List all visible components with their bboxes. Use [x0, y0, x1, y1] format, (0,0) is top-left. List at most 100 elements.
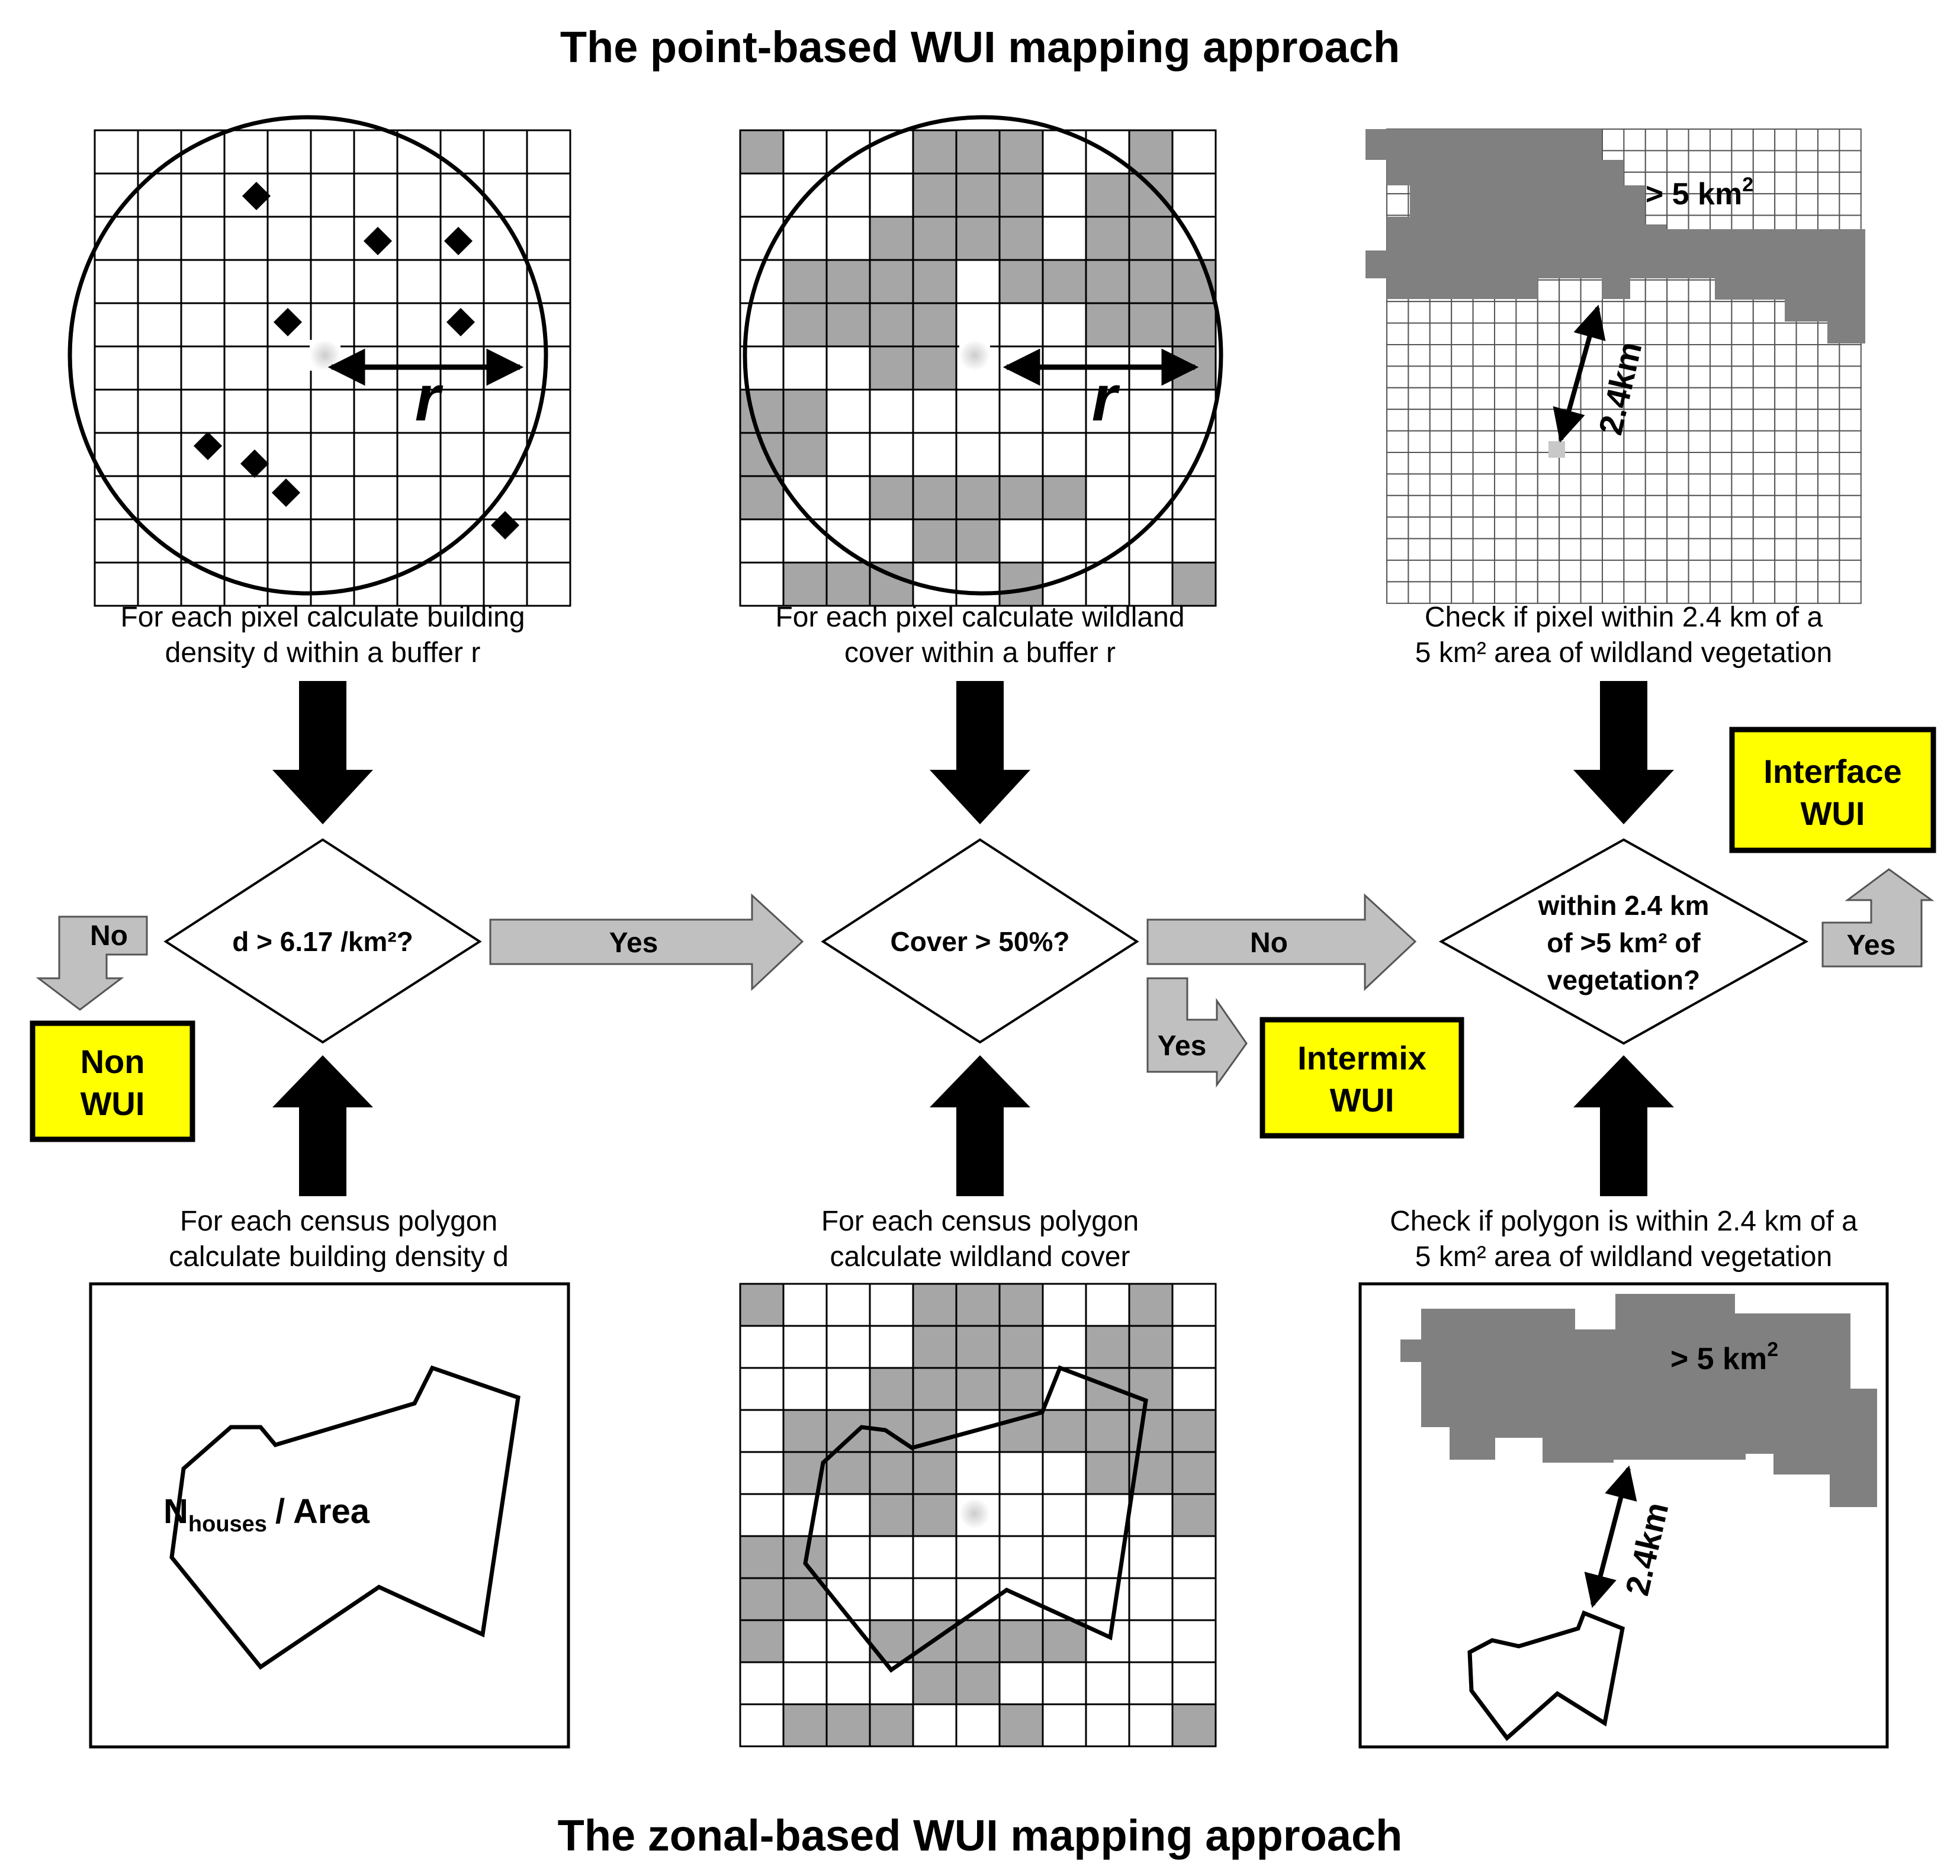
vegetation-cell: [1171, 1451, 1217, 1495]
vegetation-cell: [825, 302, 871, 348]
grid-cell: [1042, 302, 1087, 348]
grid-cell: [1128, 388, 1174, 434]
grid-cell: [1688, 430, 1711, 453]
grid-cell: [266, 216, 312, 261]
yes-arrow-shape: [1146, 977, 1248, 1088]
grid-cell: [1731, 129, 1754, 152]
grid-cell: [1472, 473, 1496, 496]
grid-cell: [1774, 322, 1797, 345]
grid-cell: [782, 216, 828, 261]
grid-cell: [1817, 409, 1840, 432]
grid-cell: [1795, 193, 1819, 216]
outcome-text: Intermix: [1297, 1039, 1426, 1077]
grid-cell: [180, 172, 226, 218]
grid-cell: [825, 345, 871, 391]
grid-cell: [1408, 560, 1431, 583]
grid-cell: [1644, 193, 1668, 216]
decision-vegetation: within 2.4 km of >5 km² of vegetation?: [1438, 838, 1809, 1045]
grid-cell: [1451, 538, 1474, 561]
grid-cell: [180, 518, 226, 564]
grid-cell: [1602, 538, 1625, 561]
grid-cell: [1839, 193, 1862, 216]
grid-cell: [1472, 430, 1496, 453]
grid-cell: [223, 345, 269, 391]
arrow-yes-1: Yes: [489, 893, 804, 991]
grid-cell: [825, 1535, 871, 1579]
grid-cell: [1537, 409, 1560, 432]
grid-cell: [1752, 301, 1776, 324]
grid-cell: [1472, 387, 1496, 410]
outcome-intermix: Intermix WUI: [1259, 1017, 1464, 1139]
grid-cell: [1710, 452, 1733, 475]
grid-cell: [1688, 560, 1711, 583]
grid-cell: [1710, 581, 1733, 604]
grid-cell: [310, 259, 355, 304]
svg-text:Yes: Yes: [1847, 930, 1896, 961]
grid-cell: [1171, 1325, 1217, 1369]
vegetation-cell: [998, 1283, 1044, 1327]
vegetation-cell: [739, 1535, 785, 1579]
grid-cell: [1580, 560, 1604, 583]
area-superscript: 2: [1767, 1338, 1778, 1361]
svg-text:Check if pixel within 2.4 km o: Check if pixel within 2.4 km of a: [1425, 602, 1823, 633]
grid-cell: [1774, 150, 1797, 173]
grid-cell: [1128, 561, 1174, 607]
flow-arrows: [272, 681, 1674, 1196]
grid-cell: [1085, 1703, 1130, 1747]
grid-cell: [1752, 494, 1776, 518]
grid-cell: [1644, 129, 1668, 152]
grid-cell: [526, 302, 571, 348]
svg-text:calculate wildland cover: calculate wildland cover: [830, 1241, 1130, 1273]
grid-cell: [1515, 430, 1538, 453]
grid-cell: [1559, 279, 1582, 303]
grid-cell: [1429, 322, 1453, 345]
grid-cell: [1731, 344, 1754, 367]
grid-cell: [1839, 494, 1862, 518]
grid-cell: [955, 1451, 1001, 1495]
area-superscript: 2: [1742, 174, 1753, 196]
grid-cell: [998, 302, 1044, 348]
grid-cell: [1752, 516, 1776, 539]
grid-cell: [1085, 1577, 1130, 1621]
grid-cell: [1752, 581, 1776, 604]
grid-cell: [1774, 538, 1797, 561]
building-marker: [490, 510, 520, 540]
density-n: N: [163, 1492, 188, 1531]
svg-text:5 km² area of wildland vegetat: 5 km² area of wildland vegetation: [1415, 1241, 1832, 1273]
grid-cell: [310, 172, 355, 218]
grid-cell: [1085, 475, 1130, 521]
grid-cell: [1386, 560, 1409, 583]
grid-cell: [526, 129, 571, 175]
grid-cell: [1408, 387, 1431, 410]
grid-cell: [439, 172, 485, 218]
grid-cell: [1171, 129, 1217, 175]
vegetation-cell: [955, 518, 1001, 564]
grid-cell: [1710, 473, 1733, 496]
vegetation-cell: [955, 1325, 1001, 1369]
grid-cell: [1042, 432, 1087, 477]
grid-cell: [1710, 301, 1733, 324]
grid-cell: [1451, 387, 1474, 410]
decision-cover: Cover > 50%?: [821, 838, 1139, 1044]
grid-cell: [1795, 452, 1819, 475]
grid-cell: [825, 475, 871, 521]
grid-cell: [1774, 193, 1797, 216]
grid-cell: [1515, 322, 1538, 345]
vegetation-cell: [825, 561, 871, 607]
grid-cell: [1386, 452, 1409, 475]
up-arrow: [1573, 1055, 1674, 1196]
grid-cell: [1731, 430, 1754, 453]
grid-cell: [1795, 150, 1819, 173]
grid-cell: [782, 345, 828, 391]
grid-cell: [353, 172, 399, 218]
grid-cell: [869, 1325, 914, 1369]
grid-cell: [266, 561, 312, 607]
grid-cell: [1623, 452, 1646, 475]
grid-cell: [1795, 581, 1819, 604]
vegetation-cell: [1128, 172, 1174, 218]
outcome-text: WUI: [1330, 1081, 1395, 1119]
grid-cell: [1472, 409, 1496, 432]
grid-cell: [1515, 344, 1538, 367]
grid-cell: [137, 561, 182, 607]
